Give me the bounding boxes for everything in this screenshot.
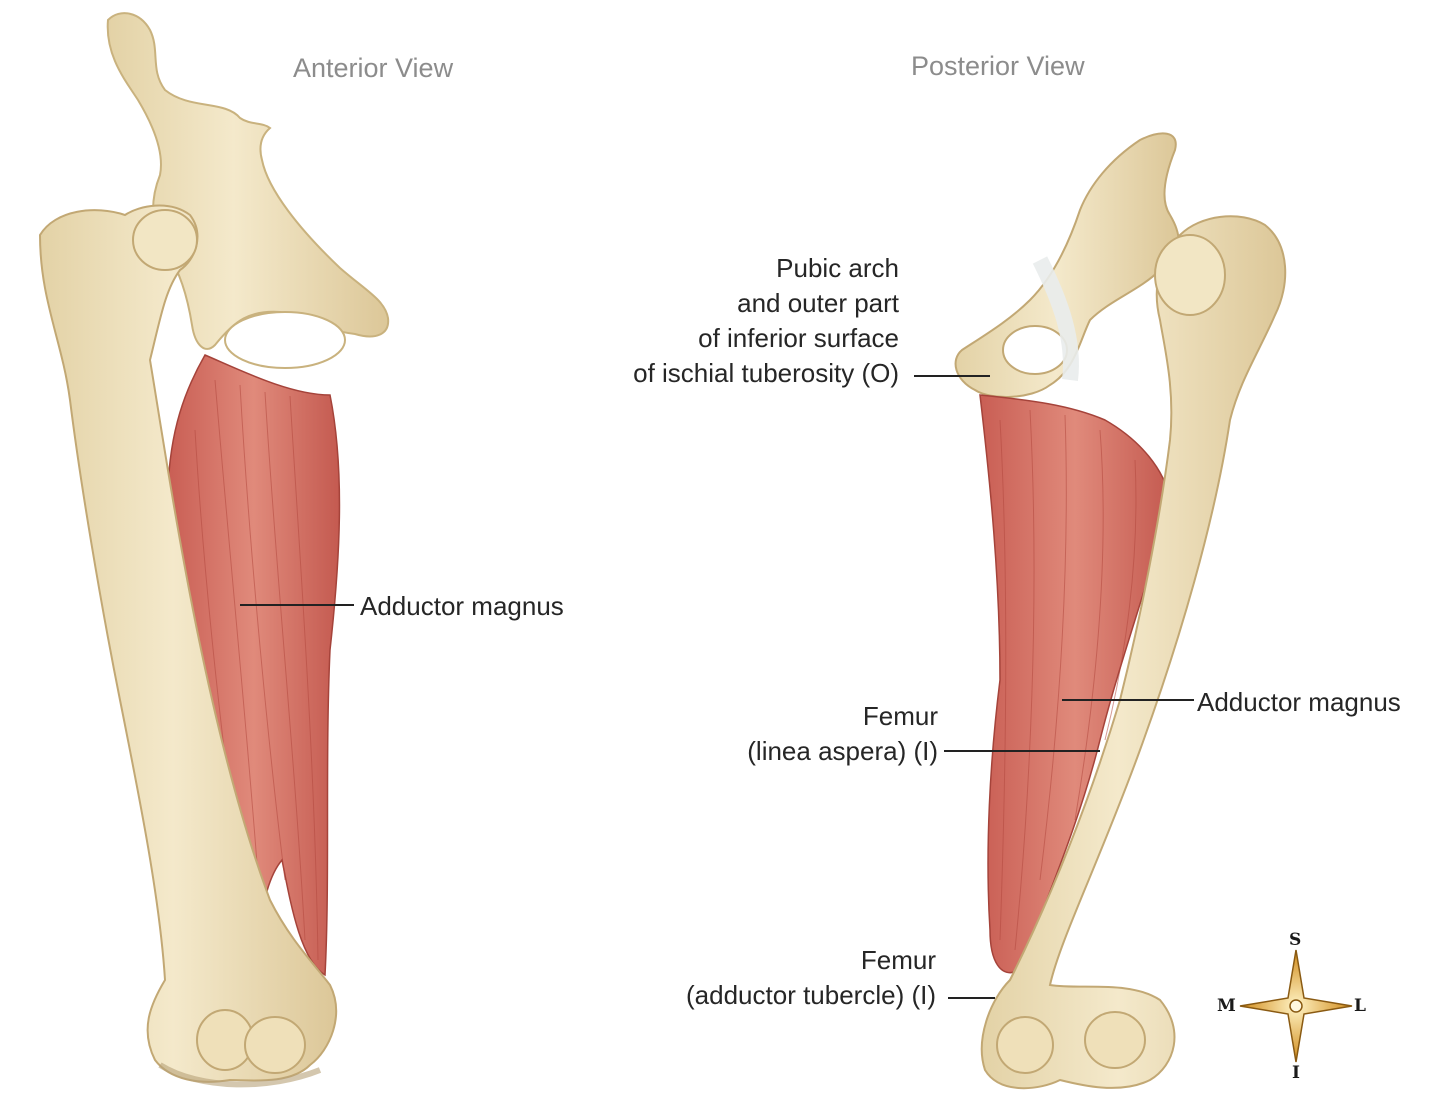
origin-label: Pubic arch and outer part of inferior su… xyxy=(633,253,899,388)
posterior-adductor-magnus-muscle xyxy=(979,394,1171,974)
orientation-compass xyxy=(1239,949,1353,1063)
leader-lines xyxy=(240,375,1194,999)
compass-inferior: I xyxy=(1292,1063,1300,1083)
compass-lateral: L xyxy=(1354,996,1366,1016)
posterior-adductor-magnus-label: Adductor magnus xyxy=(1197,687,1401,717)
anterior-femur xyxy=(38,204,338,1083)
compass-superior: S xyxy=(1289,930,1302,950)
posterior-view xyxy=(954,132,1287,1090)
linea-aspera-label: Femur (linea aspera) (I) xyxy=(747,701,938,766)
anterior-adductor-magnus-label: Adductor magnus xyxy=(360,591,564,621)
posterior-femur xyxy=(980,215,1287,1090)
anterior-view-title: Anterior View xyxy=(293,53,454,83)
posterior-view-title: Posterior View xyxy=(911,51,1085,81)
anterior-view xyxy=(38,12,390,1088)
adductor-tubercle-label: Femur (adductor tubercle) (I) xyxy=(686,945,936,1010)
posterior-hip-bone xyxy=(954,132,1180,398)
compass-medial: M xyxy=(1217,996,1236,1016)
